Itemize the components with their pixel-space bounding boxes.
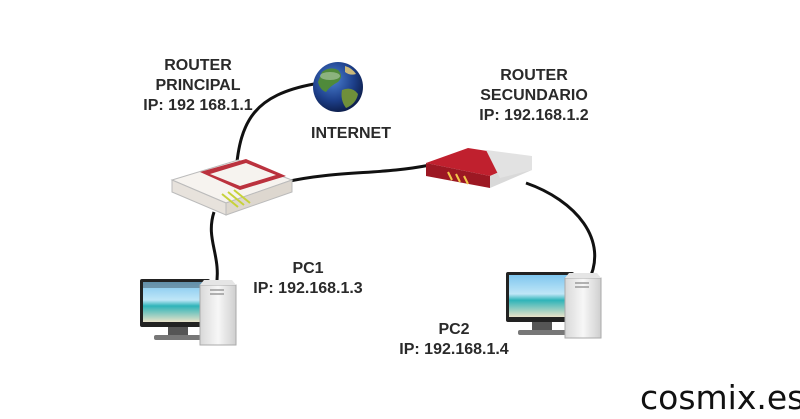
router-principal-name-line1: ROUTER [164,57,232,74]
pc1-icon [140,279,237,346]
router-secundario-name-line1: ROUTER [500,67,568,84]
router-secundario-name-line2: SECUNDARIO [480,87,588,104]
watermark-text: cosmix.es [640,378,800,417]
pc1-name: PC1 [292,260,324,277]
router-principal-icon [170,159,294,216]
cable-router-pc1 [209,211,219,289]
pc1-label: PC1 IP: 192.168.1.3 [238,259,378,299]
router-secundario-label: ROUTER SECUNDARIO IP: 192.168.1.2 [454,66,614,126]
pc2-ip: IP: 192.168.1.4 [399,341,509,358]
cable-router-pc2 [525,181,597,283]
router-secundario-icon [426,148,532,188]
internet-label: INTERNET [311,125,391,142]
cable-router-internet [234,82,315,173]
globe-icon [313,62,363,112]
pc2-label: PC2 IP: 192.168.1.4 [384,320,524,360]
router-principal-name-line2: PRINCIPAL [155,77,241,94]
router-secundario-ip: IP: 192.168.1.2 [479,107,589,124]
cable-router-router [284,163,431,184]
router-principal-label: ROUTER PRINCIPAL IP: 192 168.1.1 [120,56,276,116]
pc1-ip: IP: 192.168.1.3 [253,280,363,297]
pc2-name: PC2 [438,321,470,338]
router-principal-ip: IP: 192 168.1.1 [143,97,253,114]
pc2-icon [506,272,602,339]
